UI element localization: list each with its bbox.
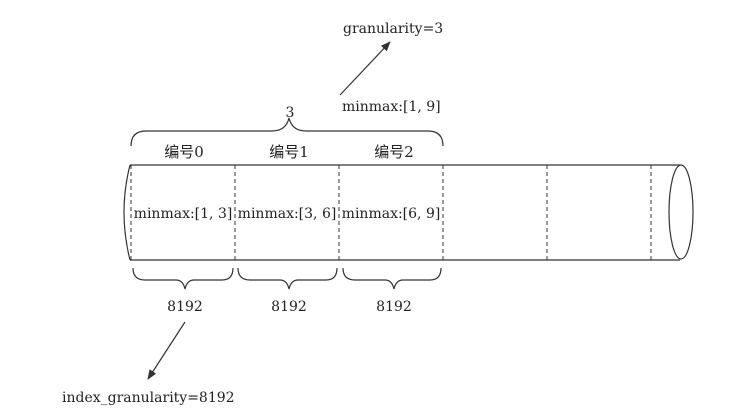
granularity-arrow	[339, 41, 391, 96]
group-count-label: 3	[286, 105, 295, 121]
mark-minmax: minmax:[6, 9]	[342, 206, 441, 222]
mark-brace	[237, 267, 338, 290]
cylinder-right-cap	[668, 164, 694, 260]
mark-minmax: minmax:[3, 6]	[238, 206, 337, 222]
mark-minmax: minmax:[1, 3]	[134, 206, 233, 222]
mark-label: 编号0	[164, 143, 204, 161]
mark-label: 编号1	[269, 143, 309, 161]
granularity-label: granularity=3	[343, 21, 443, 37]
mark-brace	[342, 267, 442, 290]
mark-label: 编号2	[374, 143, 414, 161]
mark-braces	[132, 267, 442, 290]
mark-rows: 8192	[376, 299, 412, 315]
mark-brace	[132, 267, 234, 290]
cylinder-left-cap	[123, 164, 131, 261]
mark-separators	[130, 165, 652, 260]
group-minmax-label: minmax:[1, 9]	[342, 99, 441, 115]
index-granularity-arrow	[147, 321, 186, 380]
mark-rows: 8192	[271, 299, 307, 315]
index-granularity-label: index_granularity=8192	[62, 390, 235, 406]
mark-rows: 8192	[167, 299, 203, 315]
data-part-cylinder	[123, 164, 694, 261]
group-brace	[130, 117, 444, 147]
